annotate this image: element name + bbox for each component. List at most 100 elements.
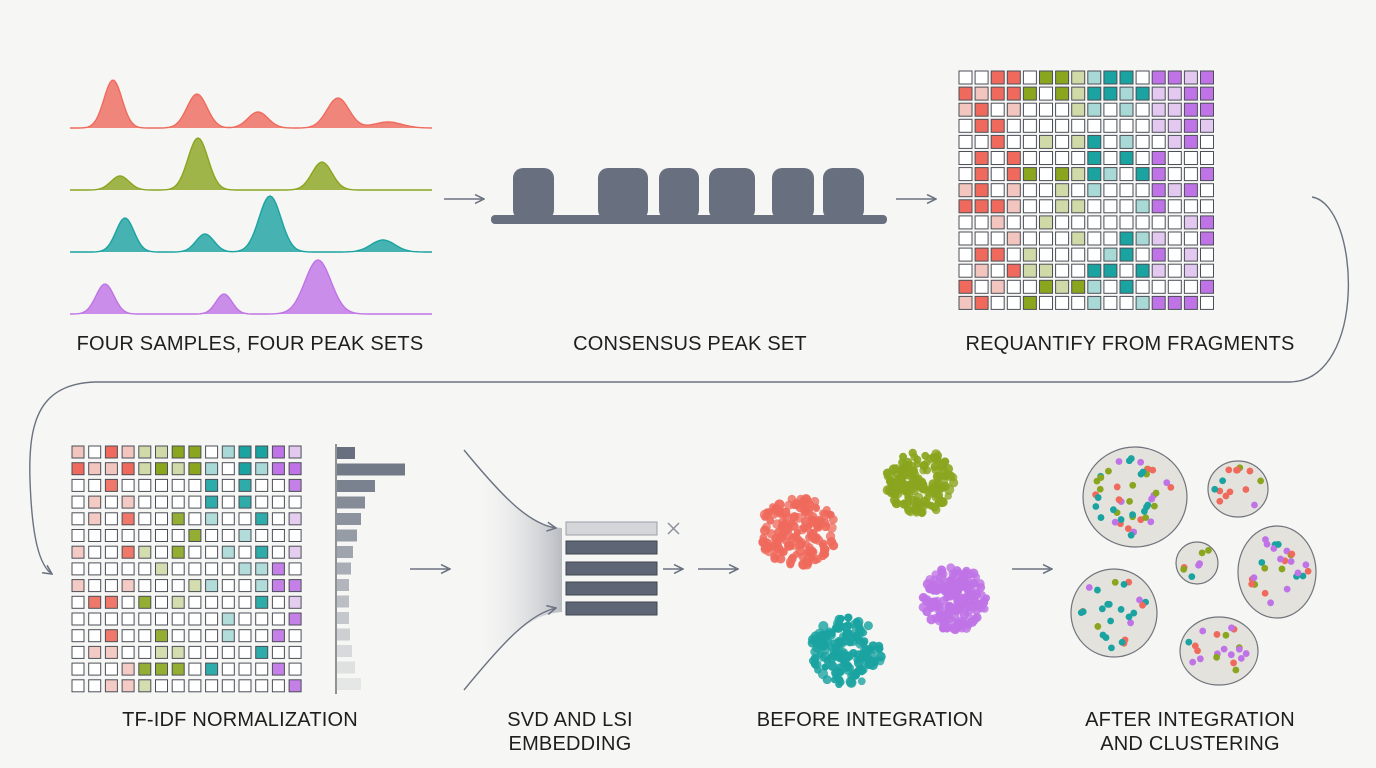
requantify-matrix-cell xyxy=(1200,263,1214,278)
after-cluster-5-cell xyxy=(1085,584,1093,591)
after-cluster-2-cell xyxy=(1219,477,1227,485)
before-cluster-green-cell xyxy=(937,497,948,507)
tfidf-matrix-cell xyxy=(121,595,135,609)
before-cluster-teal-cell xyxy=(838,647,849,658)
tfidf-matrix-cell xyxy=(188,529,202,542)
tfidf-matrix-cell xyxy=(238,562,252,576)
tfidf-matrix-cell xyxy=(271,579,285,593)
tfidf-matrix-cell xyxy=(71,495,85,509)
after-cluster-2-cell xyxy=(1251,501,1258,509)
requantify-matrix-cell xyxy=(1119,70,1134,85)
after-cluster-4-cell xyxy=(1261,564,1269,572)
before-cluster-purple-cell xyxy=(935,610,946,621)
tfidf-matrix-cell xyxy=(155,512,168,526)
tfidf-matrix-cell xyxy=(138,495,152,509)
tfidf-matrix-cell xyxy=(205,462,219,476)
requantify-matrix-cell xyxy=(958,279,973,294)
requantify-matrix-cell xyxy=(1006,231,1021,246)
tfidf-matrix-cell xyxy=(238,545,252,559)
requantify-matrix-cell xyxy=(990,295,1005,310)
tfidf-matrix-cell xyxy=(104,662,118,676)
tfidf-matrix-cell xyxy=(138,679,152,693)
tfidf-matrix-cell xyxy=(88,495,102,509)
requantify-matrix-cell xyxy=(974,279,989,294)
requantify-matrix-cell xyxy=(1071,118,1086,133)
requantify-matrix-cell xyxy=(974,134,989,149)
requantify-matrix-cell xyxy=(1183,151,1198,165)
requantify-matrix-cell xyxy=(958,86,973,101)
tfidf-matrix-cell xyxy=(271,562,285,576)
tfidf-matrix-cell xyxy=(255,612,269,626)
tfidf-bar xyxy=(337,463,405,476)
requantify-matrix-cell xyxy=(1087,86,1102,101)
tfidf-matrix-cell xyxy=(238,445,252,459)
before-cluster-green-cell xyxy=(917,509,926,518)
tfidf-bar xyxy=(337,612,349,624)
after-cluster-6-cell xyxy=(1220,645,1228,653)
before-cluster-teal-cell xyxy=(810,654,820,663)
requantify-matrix-cell xyxy=(974,102,989,117)
tfidf-matrix-cell xyxy=(171,612,185,626)
before-cluster-red-cell xyxy=(808,515,818,525)
before-cluster-purple-cell xyxy=(971,605,982,615)
after-cluster-1-cell xyxy=(1093,477,1101,485)
svd-component-4 xyxy=(565,601,658,616)
tfidf-matrix-cell xyxy=(155,545,168,559)
after-cluster-1-cell xyxy=(1127,455,1135,462)
before-cluster-teal-cell xyxy=(843,665,853,675)
requantify-matrix-cell xyxy=(1183,279,1198,294)
tfidf-matrix-cell xyxy=(205,645,219,659)
tfidf-matrix-cell xyxy=(288,478,302,492)
tfidf-matrix-cell xyxy=(104,495,118,509)
before-cluster-teal-cell xyxy=(863,621,873,631)
after-cluster-2-cell xyxy=(1225,466,1233,474)
tfidf-matrix-cell xyxy=(121,679,135,693)
requantify-matrix-cell xyxy=(1183,167,1198,182)
before-cluster-green-cell xyxy=(912,509,921,517)
requantify-matrix-cell xyxy=(1151,151,1166,165)
tfidf-matrix-cell xyxy=(155,679,168,693)
after-cluster-1-cell xyxy=(1147,518,1155,526)
tfidf-matrix-cell xyxy=(238,478,252,492)
requantify-matrix-cell xyxy=(990,118,1005,133)
before-cluster-red-cell xyxy=(812,504,820,513)
tfidf-matrix-cell xyxy=(155,445,168,459)
requantify-matrix-cell xyxy=(1167,279,1182,294)
tfidf-matrix-cell xyxy=(121,629,135,643)
tfidf-matrix-cell xyxy=(104,529,118,542)
tfidf-matrix-cell xyxy=(88,478,102,492)
consensus-peak-4 xyxy=(709,168,755,220)
tfidf-matrix-cell xyxy=(104,545,118,559)
requantify-matrix-cell xyxy=(990,199,1005,214)
after-cluster-2-cell xyxy=(1257,477,1265,485)
after-cluster-6-cell xyxy=(1189,658,1197,666)
before-cluster-red-cell xyxy=(785,557,796,567)
before-cluster-green-cell xyxy=(949,473,958,482)
after-cluster-2-cell xyxy=(1246,467,1254,475)
label-before-integration: BEFORE INTEGRATION xyxy=(756,709,984,731)
requantify-matrix-cell xyxy=(1071,167,1086,182)
requantify-matrix-cell xyxy=(1039,167,1053,182)
tfidf-matrix-cell xyxy=(238,645,252,659)
after-cluster-2-cell xyxy=(1234,466,1242,474)
tfidf-matrix-cell xyxy=(221,462,235,476)
requantify-matrix-cell xyxy=(1039,247,1053,262)
after-cluster-4-cell xyxy=(1294,569,1302,577)
tfidf-matrix-cell xyxy=(171,529,185,542)
tfidf-matrix-cell xyxy=(188,679,202,693)
peak-tracks xyxy=(70,79,433,315)
tfidf-matrix-cell xyxy=(205,529,219,542)
requantify-matrix-cell xyxy=(1039,231,1053,246)
requantify-matrix-cell xyxy=(1039,134,1053,149)
tfidf-matrix xyxy=(71,445,302,693)
before-cluster-purple-cell xyxy=(925,575,935,585)
tfidf-matrix-cell xyxy=(71,462,85,476)
tfidf-matrix-cell xyxy=(255,679,269,693)
tfidf-matrix-cell xyxy=(155,629,168,643)
tfidf-matrix-cell xyxy=(104,679,118,693)
tfidf-matrix-cell xyxy=(238,579,252,593)
requantify-matrix-cell xyxy=(1167,247,1182,262)
tfidf-matrix-cell xyxy=(188,612,202,626)
requantify-matrix-cell xyxy=(958,151,973,165)
